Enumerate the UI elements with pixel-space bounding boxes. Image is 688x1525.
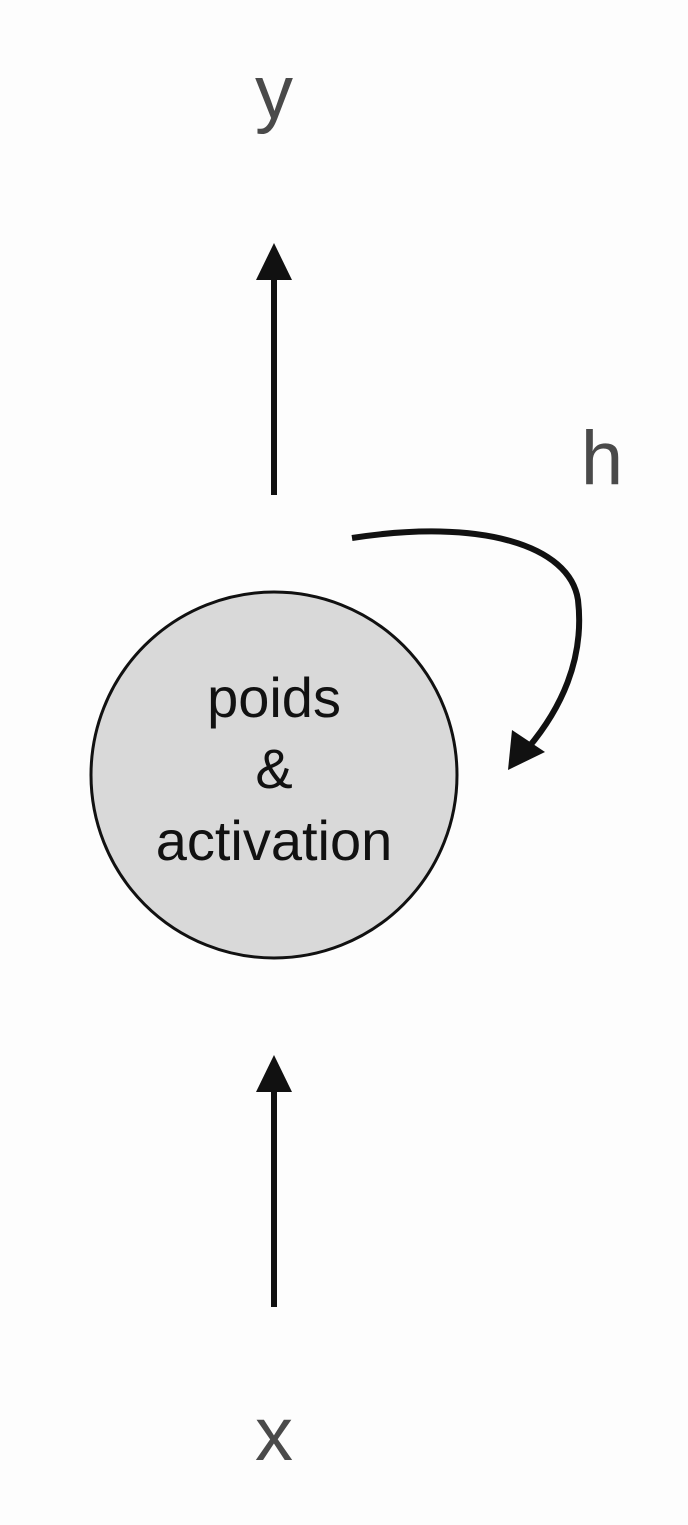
input-label-x: x	[255, 1392, 293, 1477]
output-arrow	[256, 243, 292, 495]
input-arrow	[256, 1055, 292, 1307]
neuron-label-line2: &	[255, 737, 292, 800]
recurrent-loop-arrow	[351, 528, 583, 770]
neuron-label-line3: activation	[156, 809, 393, 872]
neuron-label-line1: poids	[207, 666, 341, 729]
hidden-state-label-h: h	[581, 416, 623, 501]
neuron-circle	[89, 590, 459, 960]
output-label-y: y	[255, 50, 293, 135]
